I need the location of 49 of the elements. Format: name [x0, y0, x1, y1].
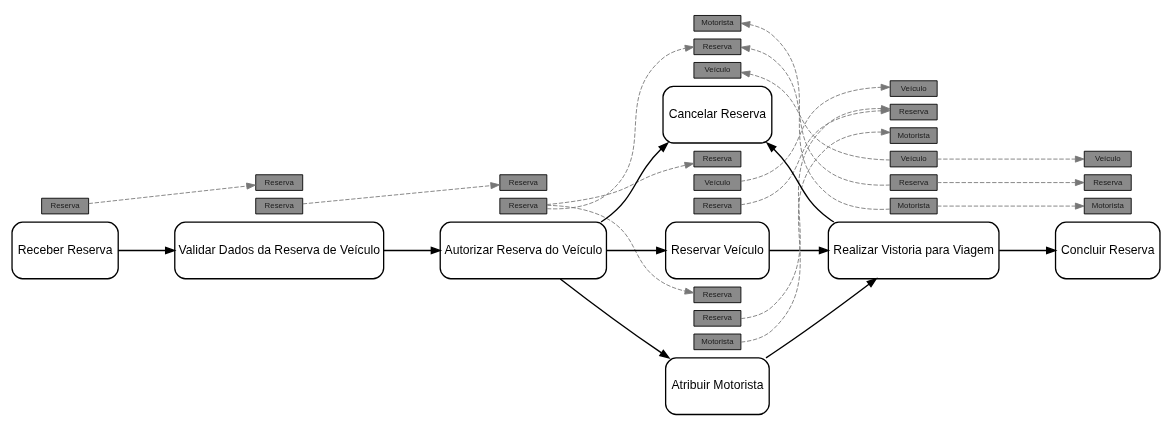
- arrow: [117, 246, 177, 255]
- node-box: Reserva: [693, 197, 742, 215]
- node-box: Reserva: [693, 286, 742, 304]
- node-box: Reserva: [693, 38, 742, 56]
- node-box: Veículo: [693, 62, 742, 79]
- arrow: [546, 44, 695, 210]
- arrow: [559, 278, 671, 360]
- node-box: Reserva: [255, 197, 304, 215]
- node-box: Validar Dados da Reserva de Veículo: [174, 221, 385, 280]
- node-box: Motorista: [1083, 197, 1132, 215]
- arrow: [936, 155, 1085, 163]
- node-box: Motorista: [693, 15, 742, 32]
- arrow: [600, 141, 670, 223]
- arrow: [383, 246, 443, 255]
- arrow: [546, 161, 695, 205]
- node-box: Veículo: [889, 80, 938, 97]
- node-box: Receber Reserva: [11, 221, 119, 280]
- arrow: [998, 246, 1058, 255]
- arrow: [302, 182, 500, 205]
- node-box: Reserva: [1083, 174, 1132, 191]
- node-box: Reserva: [41, 197, 90, 215]
- node-box: Reserva: [693, 150, 742, 168]
- node-box: Concluir Reserva: [1054, 221, 1161, 280]
- node-box: Reserva: [499, 197, 548, 215]
- node-box: Motorista: [693, 333, 742, 351]
- arrow: [605, 246, 668, 255]
- node-box: Atribuir Motorista: [664, 357, 770, 416]
- node-box: Motorista: [889, 197, 938, 215]
- node-box: Veículo: [1083, 150, 1132, 168]
- node-box: Reservar Veículo: [664, 221, 770, 280]
- arrow: [768, 246, 831, 255]
- node-box: Reserva: [889, 103, 938, 121]
- arrow: [765, 277, 878, 359]
- node-box: Reserva: [499, 174, 548, 191]
- node-box: Veículo: [693, 174, 742, 191]
- arrow: [740, 128, 891, 343]
- node-box: Autorizar Reserva do Veículo: [439, 221, 608, 280]
- arrow: [88, 182, 256, 204]
- arrow: [936, 202, 1085, 210]
- arrow: [936, 179, 1085, 187]
- arrow: [546, 204, 695, 295]
- node-box: Reserva: [693, 310, 742, 327]
- node-box: Motorista: [889, 127, 938, 144]
- node-box: Cancelar Reserva: [662, 85, 773, 144]
- node-box: Realizar Vistoria para Viagem: [827, 221, 1000, 280]
- node-box: Veículo: [889, 150, 938, 168]
- node-box: Reserva: [889, 174, 938, 191]
- node-box: Reserva: [255, 174, 304, 191]
- arrow: [765, 141, 835, 223]
